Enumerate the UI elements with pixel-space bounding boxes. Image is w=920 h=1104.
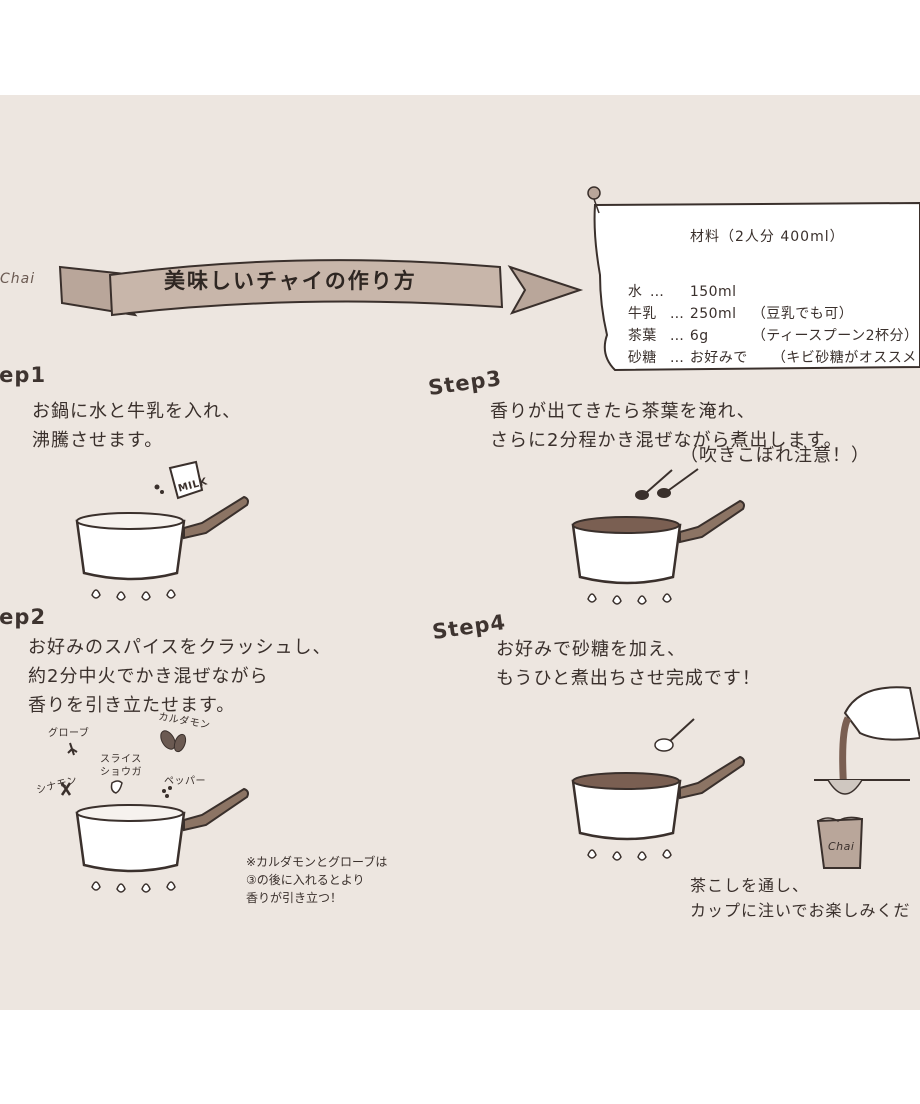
step4-line2: もうひと煮出ちさせ完成です！ [496,668,761,689]
step3-line1: 香りが出てきたら茶葉を淹れ、 [490,401,756,422]
pouring-cup-illustration [814,686,920,869]
spice-clove-label: グローブ [48,728,90,739]
page-title: 美味しいチャイの作り方 [164,269,417,293]
step3-label: Step3 [426,365,504,401]
ingredient-row-sugar: 砂糖…お好みで（キビ砂糖がオススメ [627,350,917,366]
ingredients-heading: 材料（2人分 400ml） [690,229,845,245]
ingredients-paper [587,186,920,372]
title-ribbon [58,259,584,317]
step1-line2: 沸騰させます。 [32,430,164,451]
sugar-spoon-icon [654,718,695,752]
milk-jug-illustration [154,460,204,500]
spices-icons [60,730,187,798]
finish-line2: カップに注いでお楽しみくだ [690,901,911,920]
recipe-illustration: Chai 美味しいチャイの作り方 材料（2人分 400ml） 水…150ml 牛… [0,95,920,1010]
finish-line1: 茶こしを通し、 [690,876,810,895]
spice-note: ※カルダモンとグローブは ③の後に入れるとより 香りが引き立つ！ [246,855,388,905]
ingredient-row-tea-leaves: 茶葉…6g（ティースプーン2杯分） [627,328,919,344]
logo-text: Chai [0,271,36,287]
step2-line2: 約2分中火でかき混ぜながら [28,666,269,687]
spoons-icon [635,468,699,500]
spice-ginger-label: スライス ショウガ [100,754,142,778]
step4-line1: お好みで砂糖を加え、 [496,639,686,660]
step3-aside: （吹きこぼれ注意！） [680,445,870,466]
ingredient-row-milk: 牛乳…250ml（豆乳でも可） [627,306,854,322]
cup-label: Chai [828,840,855,853]
step1-line1: お鍋に水と牛乳を入れ、 [32,401,242,422]
step1-label: Step1 [0,363,47,387]
step2-line3: 香りを引き立たせます。 [28,695,236,716]
step3-line2: さらに2分程かき混ぜながら煮出します。 [490,430,843,451]
step2-line1: お好みのスパイスをクラッシュし、 [28,637,332,658]
spice-pepper-label: ペッパー [164,776,206,787]
step2-label: Step2 [0,605,47,629]
ingredient-row-water: 水…150ml [627,284,737,300]
